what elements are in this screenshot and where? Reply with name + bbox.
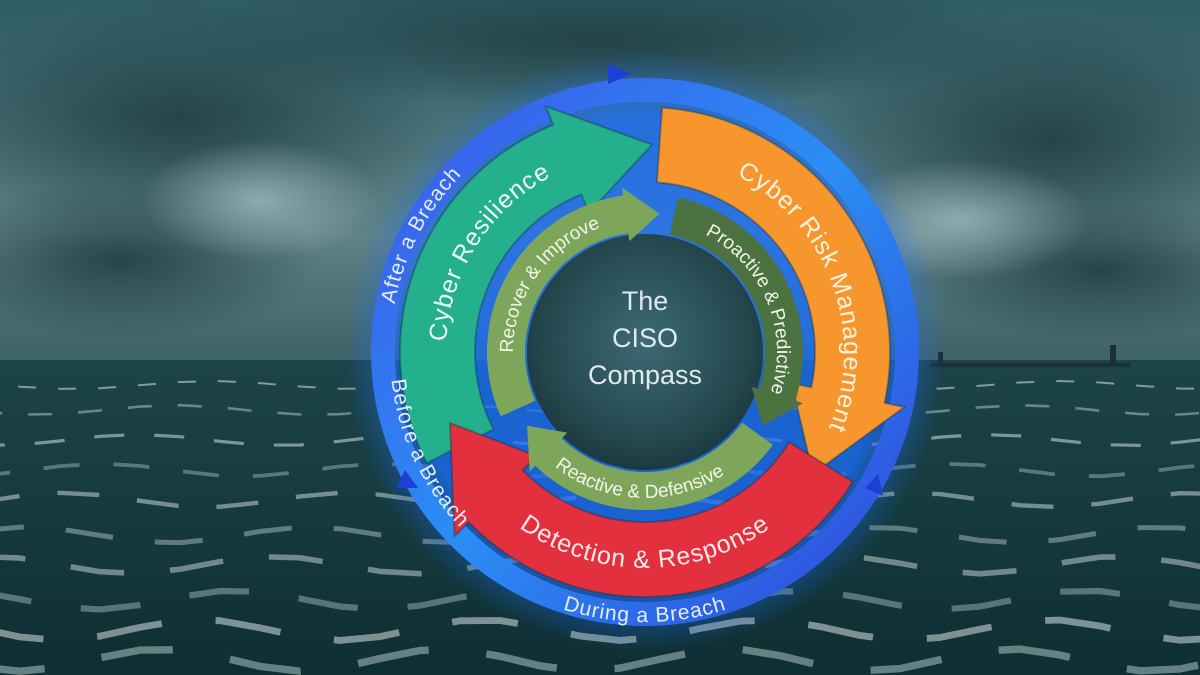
wave-crest	[0, 587, 1200, 613]
main-arrows	[398, 104, 907, 598]
arrow-reactive-defensive	[527, 422, 773, 511]
arrow-cyber-risk-management	[655, 106, 907, 476]
wave-crest	[0, 490, 1200, 510]
inner-arrows	[487, 187, 804, 511]
arrow-cyber-resilience	[398, 104, 654, 465]
outer-ring	[371, 78, 919, 626]
arrow-recover-improve	[487, 187, 660, 417]
center-title-line-3: Compass	[588, 360, 702, 390]
arrow-proactive-predictive	[669, 197, 804, 426]
wave-crest	[0, 645, 1200, 675]
center-disc	[527, 234, 763, 470]
arrow-detection-response	[448, 421, 855, 598]
outer-ring-chevrons	[396, 64, 883, 496]
center-title-line-1: The	[622, 286, 669, 316]
center-title-line-2: CISO	[612, 323, 678, 353]
